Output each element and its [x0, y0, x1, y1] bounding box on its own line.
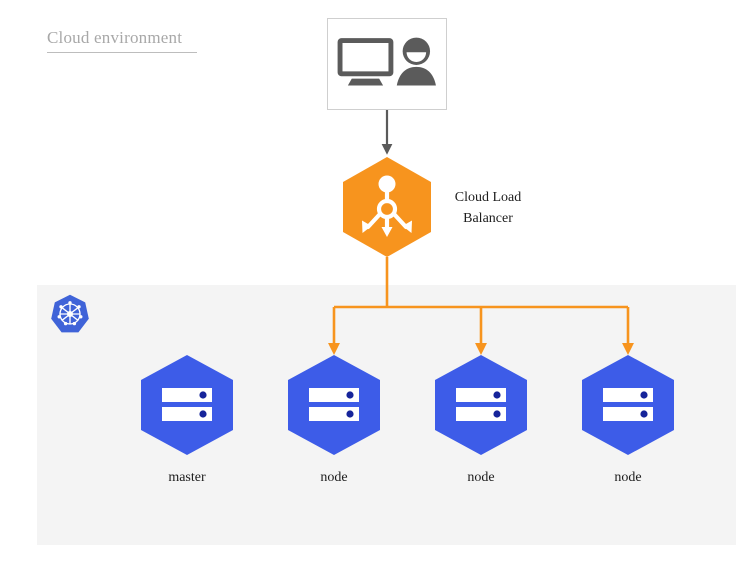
client-icons-group — [337, 37, 436, 86]
client-user-box — [327, 18, 447, 110]
cloud-load-balancer-label: Cloud Load Balancer — [443, 187, 533, 229]
load-balancer-distribute-icon — [365, 175, 409, 234]
monitor-icon — [337, 38, 394, 86]
server-rack-icon — [309, 388, 359, 421]
kubernetes-logo-icon — [50, 294, 90, 334]
cluster-node-1[interactable] — [288, 355, 380, 455]
cluster-node-master[interactable] — [141, 355, 233, 455]
cluster-node-3-label: node — [614, 470, 642, 485]
cluster-node-master-label: master — [168, 470, 206, 485]
lb-label-line-2: Balancer — [463, 211, 513, 226]
page-title: Cloud environment — [47, 28, 183, 47]
cloud-load-balancer-node[interactable] — [343, 157, 431, 257]
page-title-underline — [47, 52, 197, 53]
server-rack-icon — [603, 388, 653, 421]
server-rack-icon — [162, 388, 212, 421]
server-rack-icon — [456, 388, 506, 421]
cluster-node-2-label: node — [467, 470, 495, 485]
load-balancer-arrowheads — [362, 220, 412, 237]
cluster-node-3[interactable] — [582, 355, 674, 455]
cluster-node-1-label: node — [320, 470, 348, 485]
user-icon — [396, 37, 436, 86]
cluster-node-2[interactable] — [435, 355, 527, 455]
lb-label-line-1: Cloud Load — [454, 190, 522, 205]
